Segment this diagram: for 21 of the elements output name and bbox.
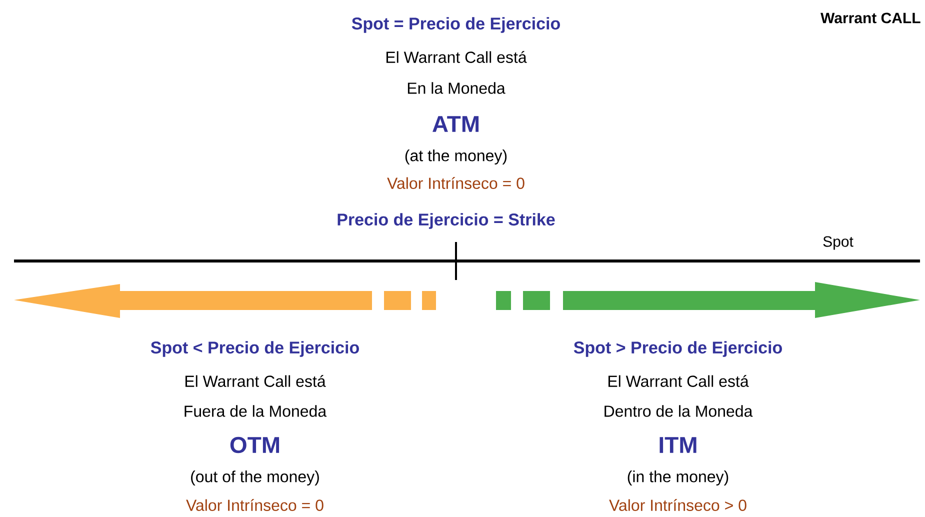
- intrinsic-value-text: Valor Intrínseco > 0: [609, 499, 746, 511]
- moneyness-term: ITM: [660, 437, 696, 453]
- status-text: (in the money): [628, 470, 728, 486]
- status-text: El Warrant Call está: [386, 51, 527, 63]
- condition-heading: Spot < Precio de Ejercicio: [150, 341, 359, 357]
- axis-label: Spot: [823, 236, 854, 250]
- moneyness-term: ATM: [432, 116, 479, 132]
- intrinsic-value-text: Valor Intrínseco = 0: [387, 177, 524, 189]
- condition-heading: Spot = Precio de Ejercicio: [352, 17, 560, 33]
- status-text: El Warrant Call está: [608, 375, 749, 387]
- status-text: En la Moneda: [408, 82, 506, 94]
- status-text: (out of the money): [191, 470, 319, 486]
- moneyness-term: OTM: [230, 436, 280, 454]
- status-text: El Warrant Call está: [185, 375, 326, 387]
- status-text: Fuera de la Moneda: [184, 405, 327, 417]
- status-text: (at the money): [405, 150, 507, 164]
- condition-heading: Spot > Precio de Ejercicio: [574, 341, 782, 357]
- status-text: Dentro de la Moneda: [604, 405, 753, 417]
- title: Warrant CALL: [820, 12, 920, 24]
- condition-heading: Precio de Ejercicio = Strike: [338, 213, 555, 229]
- intrinsic-value-text: Valor Intrínseco = 0: [186, 499, 324, 511]
